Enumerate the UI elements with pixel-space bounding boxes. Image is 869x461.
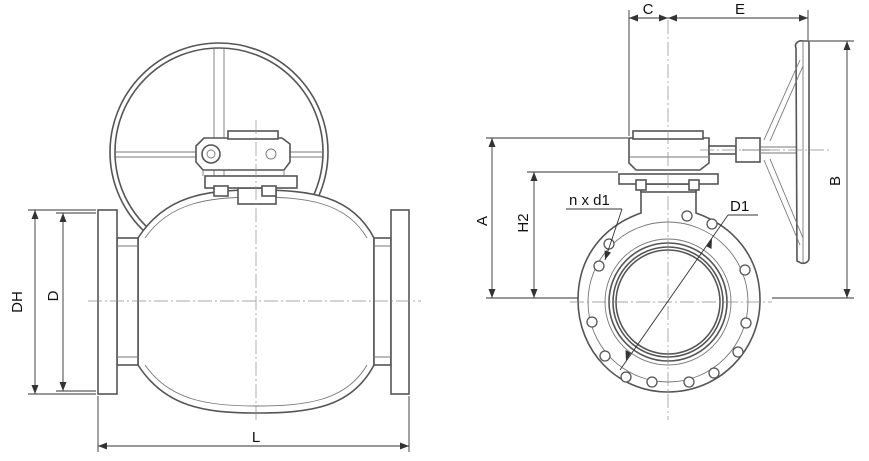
dim-l <box>97 396 410 452</box>
label-dh: DH <box>9 291 26 313</box>
label-bolts: n x d1 <box>569 192 610 209</box>
front-bolt-holes <box>586 210 752 388</box>
front-handwheel <box>763 40 810 265</box>
label-a: A <box>474 216 491 226</box>
front-view: C E B A <box>474 1 854 420</box>
label-b: B <box>827 176 844 186</box>
dim-c <box>628 10 668 136</box>
dim-d <box>56 212 96 392</box>
dim-b <box>772 40 854 299</box>
dim-a <box>486 137 628 299</box>
leader-d1 <box>619 214 758 371</box>
side-gearbox <box>195 130 298 205</box>
leader-bolts <box>566 208 623 261</box>
front-flange <box>577 189 761 393</box>
dim-dh <box>28 209 96 395</box>
label-h2: H2 <box>515 213 532 232</box>
label-d1: D1 <box>730 198 749 215</box>
dim-e <box>668 10 809 40</box>
label-l: L <box>252 429 260 446</box>
label-e: E <box>735 1 745 18</box>
label-d: D <box>45 290 62 301</box>
front-gearbox <box>618 130 810 193</box>
dim-h2 <box>527 171 618 298</box>
side-valve-body <box>97 189 410 414</box>
side-view: DH D L <box>9 42 421 452</box>
label-c: C <box>643 1 654 18</box>
